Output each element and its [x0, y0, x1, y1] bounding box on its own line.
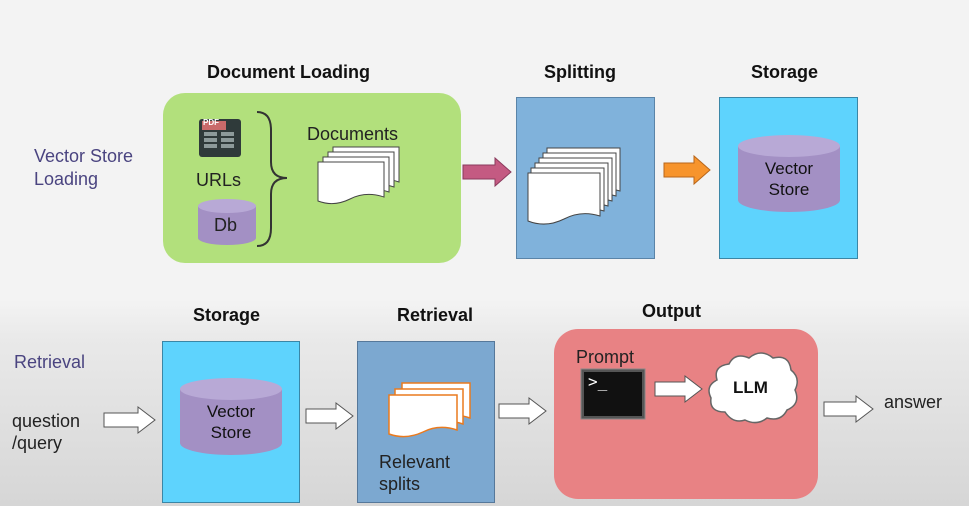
arrow-prompt-to-llm — [654, 374, 703, 404]
db-label: Db — [214, 215, 238, 235]
llm-label: LLM — [733, 378, 768, 397]
pdf-icon — [199, 119, 241, 157]
prompt-label: Prompt — [576, 347, 635, 367]
splits-stack-icon — [527, 147, 621, 225]
storage-heading-bottom: Storage — [193, 305, 261, 325]
answer-label: answer — [884, 392, 943, 412]
arrow-retrieval-to-output — [498, 396, 547, 426]
arrow-storage-to-retrieval — [305, 401, 354, 431]
retrieval-heading: Retrieval — [397, 305, 474, 325]
pdf-badge-label: PDF — [203, 118, 219, 127]
question-query-label: question /query — [12, 411, 81, 453]
documents-label: Documents — [307, 124, 399, 144]
vector-store-label-top: Vector Store — [764, 159, 814, 199]
arrow-to-splitting — [462, 156, 512, 188]
terminal-prompt-glyph: >_ — [588, 372, 608, 391]
database-icon — [198, 199, 256, 245]
curly-brace-icon — [256, 111, 288, 247]
vector-store-loading-label: Vector Store Loading — [34, 146, 134, 189]
retrieval-side-label: Retrieval — [14, 352, 86, 372]
terminal-icon — [580, 368, 646, 420]
storage-heading-top: Storage — [751, 62, 819, 82]
urls-label: URLs — [196, 170, 242, 190]
output-heading: Output — [642, 301, 701, 321]
splitting-heading: Splitting — [544, 62, 616, 82]
arrow-question-to-storage — [103, 405, 156, 435]
document-loading-heading: Document Loading — [207, 62, 370, 82]
relevant-splits-stack-icon — [388, 382, 471, 438]
arrow-output-to-answer — [823, 394, 874, 424]
documents-stack-icon — [317, 146, 400, 205]
llm-cloud-icon — [708, 352, 798, 424]
vector-store-label-bottom: Vector Store — [206, 402, 256, 442]
vector-store-cylinder-top — [738, 135, 840, 212]
vector-store-cylinder-bottom — [180, 378, 282, 455]
arrow-to-storage — [663, 154, 711, 186]
relevant-splits-label: Relevant splits — [379, 452, 451, 494]
